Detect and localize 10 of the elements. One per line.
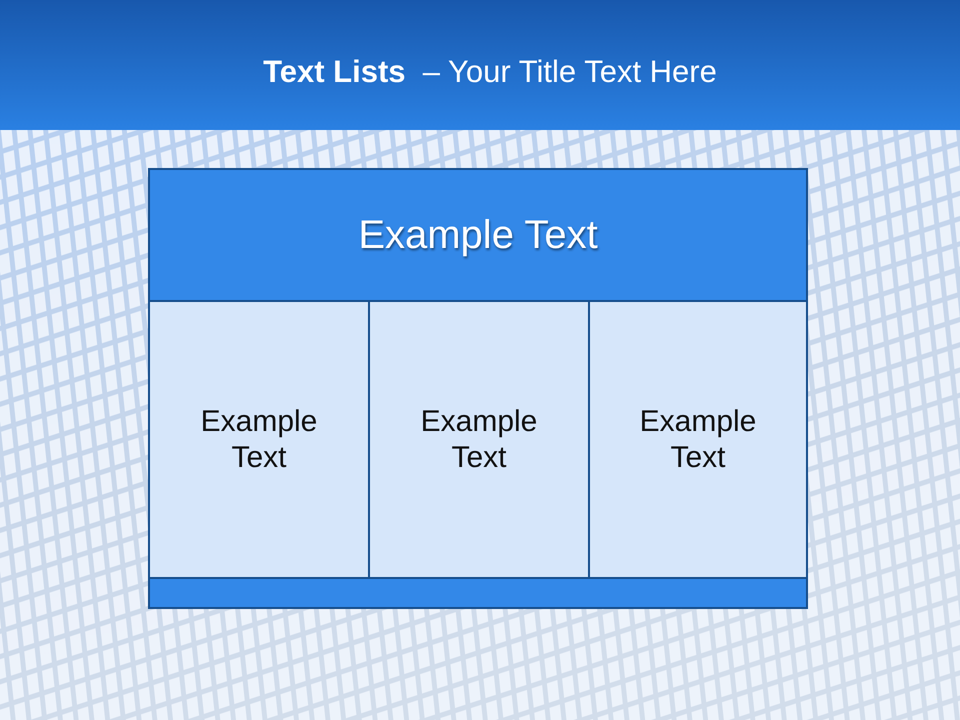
header-text: Example Text [358,212,598,258]
header-band [148,168,808,302]
column-panel [368,300,590,579]
column-text: Example Text [638,404,758,476]
column-text: Example Text [420,404,538,476]
slide-title: Text Lists – Your Title Text Here [262,54,718,90]
column-panel [148,300,370,579]
column-text: Example Text [200,404,318,476]
footer-bar [148,577,808,609]
column-panel [588,300,808,579]
